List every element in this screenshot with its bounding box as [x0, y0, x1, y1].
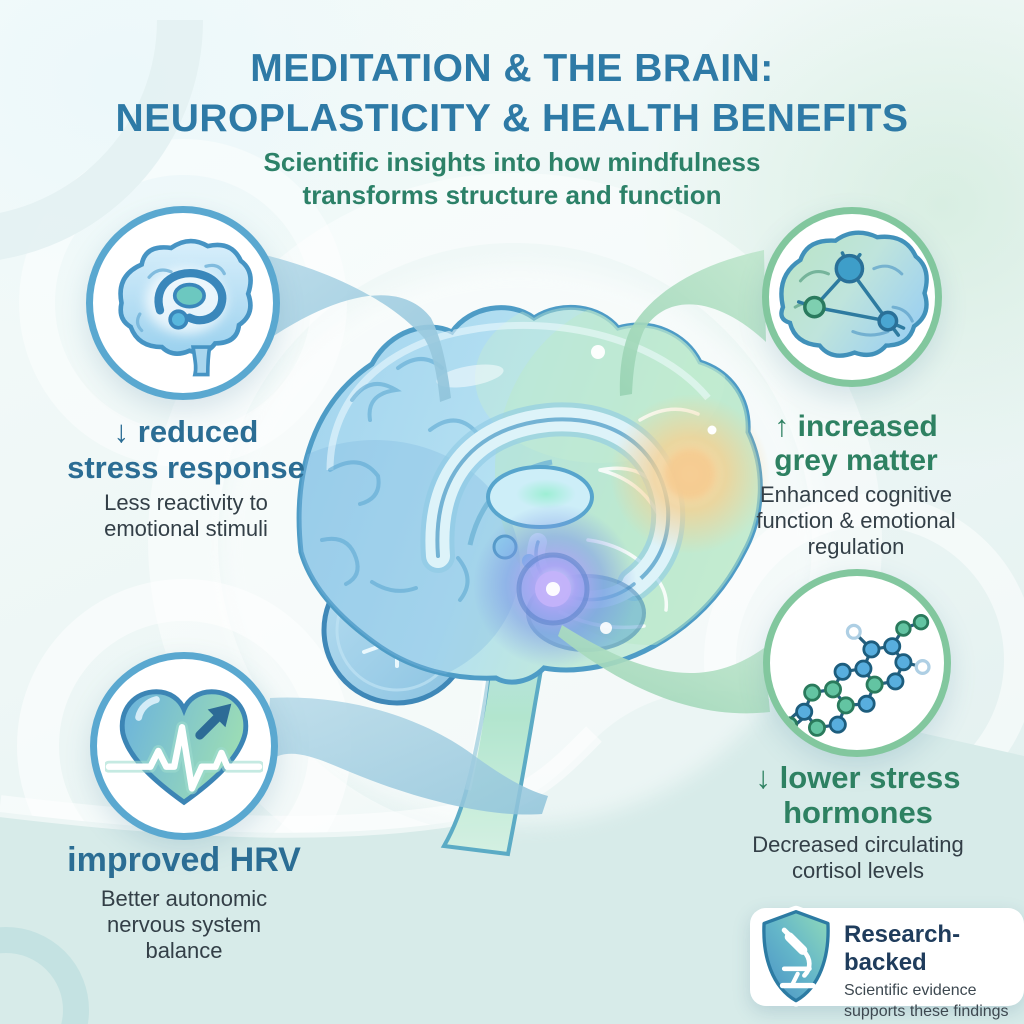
connector-top-left	[259, 254, 451, 402]
callout-circle-stress-hormones	[763, 569, 951, 757]
badge-text: Research-backed Scientific evidence supp…	[844, 921, 1024, 1022]
callout-heading-grey-matter: ↑ increased grey matter	[774, 410, 938, 477]
heart-hrv-icon	[105, 689, 263, 806]
molecule-atoms	[781, 614, 931, 737]
callout-heading-reduced-stress: ↓ reduced stress response	[67, 414, 305, 485]
callout-heading-stress-hormones: ↓ lower stress hormones	[755, 760, 961, 830]
limbic-brain-icon	[118, 238, 253, 377]
subtitle-line-1: Scientific insights into how mindfulness	[263, 147, 761, 177]
trend-arrow-icon	[195, 703, 232, 740]
badge-title: Research-backed	[844, 921, 961, 976]
pituitary-purple-glow	[473, 504, 637, 668]
title-line-1: MEDITATION & THE BRAIN:	[250, 47, 774, 90]
ecg-line	[105, 721, 263, 795]
callout-circle-grey-matter	[762, 207, 942, 387]
page-subtitle: Scientific insights into how mindfulness…	[0, 146, 1024, 212]
neural-network-brain-icon	[779, 230, 929, 358]
callout-description-reduced-stress: Less reactivity to emotional stimuli	[104, 490, 268, 541]
cortisol-molecule-icon	[781, 614, 931, 737]
research-backed-badge: Research-backed Scientific evidence supp…	[750, 905, 1024, 1020]
callout-description-hrv: Better autonomic nervous system balance	[100, 886, 268, 963]
connector-top-right	[619, 250, 766, 396]
connector-bottom-left	[266, 697, 548, 815]
microscope-shield-icon	[758, 905, 834, 1007]
brain-sagittal-illustration	[296, 304, 770, 857]
callout-description-stress-hormones: Decreased circulating cortisol levels	[752, 832, 964, 883]
connector-funnels	[259, 250, 770, 815]
frontal-orange-glow	[610, 394, 770, 554]
callout-circle-hrv	[90, 652, 278, 840]
badge-subtitle: Scientific evidence supports these findi…	[844, 982, 1009, 1020]
callout-circle-reduced-stress	[86, 206, 280, 400]
callout-heading-hrv: improved HRV	[67, 841, 301, 879]
callout-description-grey-matter: Enhanced cognitive function & emotional …	[756, 482, 956, 559]
subtitle-line-2: transforms structure and function	[302, 180, 722, 210]
connector-bottom-right	[558, 625, 770, 714]
microscope-glyph	[779, 927, 816, 989]
title-line-2: NEUROPLASTICITY & HEALTH BENEFITS	[115, 97, 909, 140]
page-title: MEDITATION & THE BRAIN: NEUROPLASTICITY …	[0, 44, 1024, 144]
thalamus-green-glow	[516, 479, 576, 509]
sparkle	[591, 345, 605, 359]
